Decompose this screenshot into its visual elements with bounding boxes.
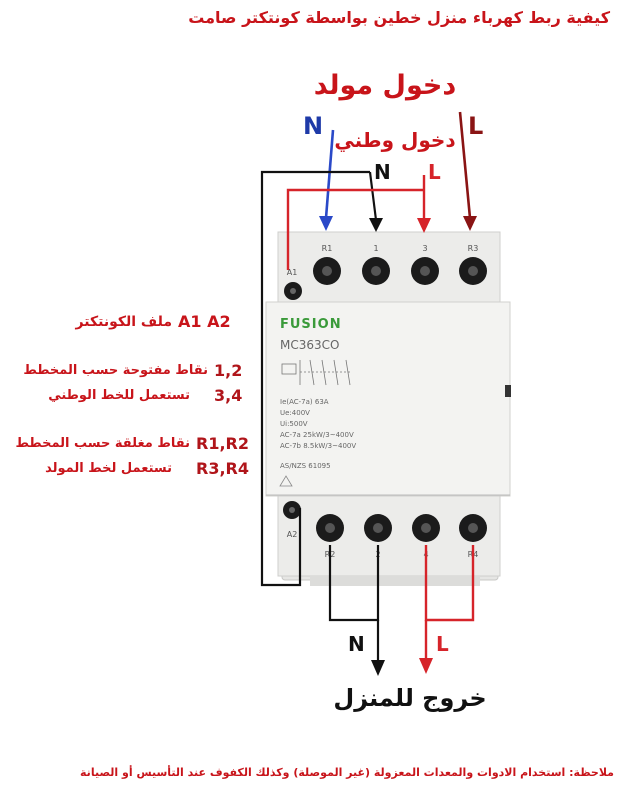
- wire-output-n: [328, 545, 380, 662]
- coil-label-a2: A2: [287, 530, 298, 539]
- coil-terminal-a2: [283, 501, 301, 519]
- home-l-label: L: [428, 160, 441, 184]
- bottom-terminal-2: [364, 514, 392, 542]
- open-note-2: تستعمل للخط الوطني: [48, 388, 190, 403]
- top-label-r1: R1: [322, 244, 333, 253]
- home-input-label: دخول وطني: [334, 128, 456, 152]
- brand-logo: FUSION: [280, 317, 342, 332]
- spec-line: Ui:500V: [280, 420, 308, 428]
- open-code: 1,2: [214, 361, 243, 380]
- coil-note: ملف الكونتكتر: [75, 314, 172, 330]
- wire-output-l: [424, 545, 475, 660]
- certification-mark-icon: [279, 475, 293, 487]
- wire-generator-n: [319, 129, 335, 231]
- closed-code: R1,R2: [196, 434, 249, 453]
- output-label: خروج للمنزل: [333, 684, 487, 712]
- arrow-output-l-icon: [419, 658, 433, 674]
- arrow-output-n-icon: [371, 660, 385, 676]
- contact-schematic-icon: [281, 359, 351, 386]
- home-n-label: N: [374, 160, 391, 184]
- bottom-terminal-4: [412, 514, 440, 542]
- open-note: نقاط مفتوحة حسب المخطط: [23, 363, 208, 378]
- closed-code-2: R3,R4: [196, 459, 249, 478]
- generator-l-label: L: [468, 112, 484, 140]
- generator-n-label: N: [303, 112, 324, 140]
- spec-line: Ue:400V: [280, 409, 310, 417]
- arrow-home-n-icon: [369, 218, 383, 232]
- top-terminal-r3: [459, 257, 487, 285]
- bottom-terminal-r2: [316, 514, 344, 542]
- model-number: MC363CO: [280, 338, 339, 352]
- coil-label-a1: A1: [287, 268, 298, 277]
- coil-terminal-a1: [284, 282, 302, 300]
- top-label-3: 3: [422, 244, 427, 253]
- wire-home-l: [286, 175, 426, 270]
- contactor-device: [265, 231, 511, 586]
- closed-note: نقاط مغلقة حسب المخطط: [15, 436, 191, 451]
- open-code-2: 3,4: [214, 386, 243, 405]
- top-label-r3: R3: [468, 244, 479, 253]
- page-title: كيفية ربط كهرباء منزل خطين بواسطة كونتكت…: [188, 8, 610, 27]
- footer-note: ملاحظة: استخدام الادوات والمعدات المعزول…: [80, 766, 614, 779]
- arrow-home-l-icon: [417, 218, 431, 233]
- spec-line: AC-7a 25kW/3~400V: [280, 431, 354, 439]
- top-terminal-1: [362, 257, 390, 285]
- wire-home-n: [260, 170, 378, 587]
- spec-line: AC-7b 8.5kW/3~400V: [280, 442, 356, 450]
- coil-code: A1 A2: [178, 312, 231, 331]
- output-n-label: N: [348, 632, 365, 656]
- wire-generator-l: [458, 111, 477, 231]
- top-terminal-r1: [313, 257, 341, 285]
- top-terminal-3: [411, 257, 439, 285]
- closed-note-2: تستعمل لخط المولد: [45, 461, 172, 476]
- generator-input-label: دخول مولد: [313, 70, 457, 101]
- standard-label: AS/NZS 61095: [280, 462, 331, 470]
- bottom-terminal-r4: [459, 514, 487, 542]
- output-l-label: L: [436, 632, 449, 656]
- spec-line: Ie(AC-7a) 63A: [280, 398, 329, 406]
- top-label-1: 1: [373, 244, 378, 253]
